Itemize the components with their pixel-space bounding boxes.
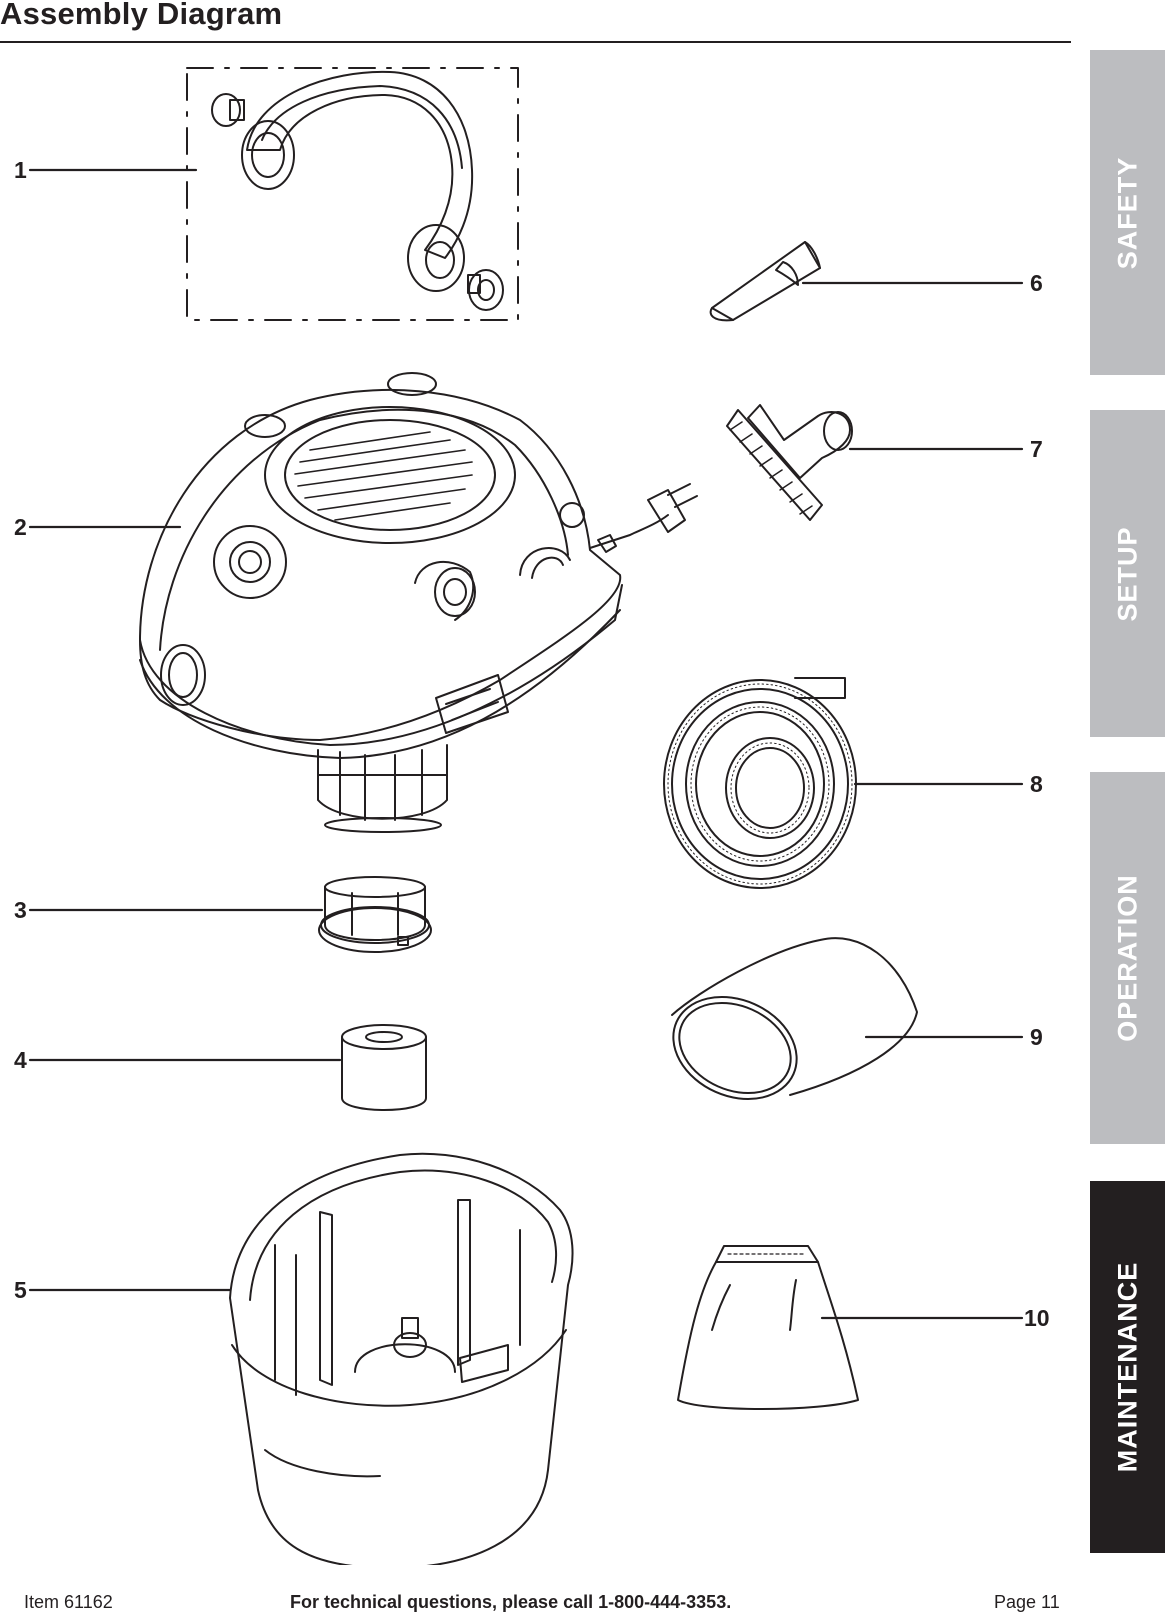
part-5-tank bbox=[229, 1152, 574, 1565]
callout-4: 4 bbox=[14, 1047, 27, 1073]
tab-operation[interactable]: OPERATION bbox=[1090, 772, 1165, 1144]
tab-maintenance[interactable]: MAINTENANCE bbox=[1090, 1181, 1165, 1553]
part-2-power-head bbox=[139, 372, 698, 833]
callout-3: 3 bbox=[14, 897, 27, 923]
part-4-cartridge-filter bbox=[341, 1024, 427, 1111]
footer-tech-support: For technical questions, please call 1-8… bbox=[290, 1592, 732, 1612]
page-title: Assembly Diagram bbox=[0, 0, 283, 31]
callout-2: 2 bbox=[14, 514, 27, 540]
callout-6: 6 bbox=[1030, 270, 1043, 296]
callout-9: 9 bbox=[1030, 1024, 1043, 1050]
tab-safety[interactable]: SAFETY bbox=[1090, 50, 1165, 375]
callout-10: 10 bbox=[1024, 1305, 1050, 1331]
tab-safety-label: SAFETY bbox=[1112, 156, 1142, 269]
part-9-foam-sleeve bbox=[671, 937, 918, 1100]
footer-page-number: Page 11 bbox=[994, 1592, 1060, 1612]
tab-maintenance-label: MAINTENANCE bbox=[1112, 1261, 1142, 1473]
part-1-handle bbox=[186, 67, 519, 321]
part-7-upholstery-tool bbox=[726, 404, 853, 521]
callout-1: 1 bbox=[14, 157, 27, 183]
tab-operation-label: OPERATION bbox=[1112, 874, 1142, 1042]
part-10-dust-bag bbox=[677, 1245, 859, 1410]
leader-lines bbox=[28, 168, 1024, 1320]
callout-8: 8 bbox=[1030, 771, 1043, 797]
tab-setup-label: SETUP bbox=[1112, 525, 1142, 622]
title-divider bbox=[0, 41, 1071, 43]
tab-setup[interactable]: SETUP bbox=[1090, 410, 1165, 737]
part-6-crevice-tool bbox=[709, 241, 821, 322]
assembly-diagram bbox=[28, 67, 1024, 1565]
section-tabs: SAFETY SETUP OPERATION MAINTENANCE bbox=[1090, 0, 1165, 1623]
part-3-filter-cage bbox=[318, 876, 432, 953]
footer-item-number: Item 61162 bbox=[24, 1592, 113, 1612]
part-8-hose bbox=[663, 677, 857, 889]
callout-7: 7 bbox=[1030, 436, 1043, 462]
callout-5: 5 bbox=[14, 1277, 27, 1303]
